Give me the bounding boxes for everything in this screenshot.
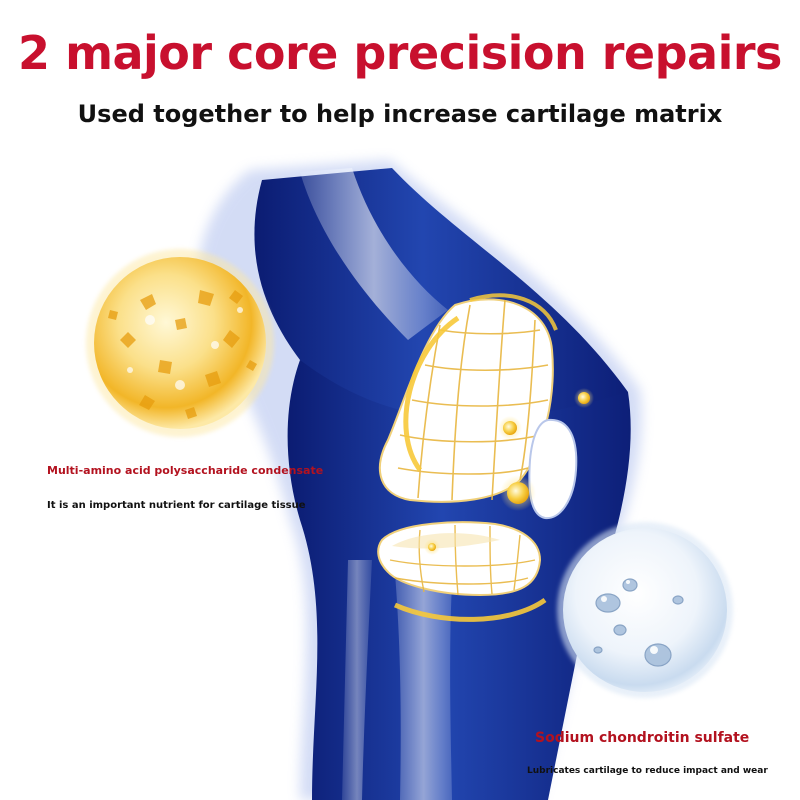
page-subtitle: Used together to help increase cartilage… (77, 100, 723, 128)
amino-acid-granule-sphere (86, 249, 274, 437)
right-ingredient-description: Lubricates cartilage to reduce impact an… (527, 766, 768, 776)
tibial-plateau (377, 521, 547, 622)
water-droplet-sphere (557, 522, 733, 698)
femur-condyle (379, 293, 558, 503)
right-ingredient-name: Sodium chondroitin sulfate (535, 730, 750, 746)
left-ingredient-name: Multi-amino acid polysaccharide condensa… (47, 464, 324, 477)
page-title: 2 major core precision repairs (18, 26, 782, 80)
left-ingredient-description: It is an important nutrient for cartilag… (47, 500, 306, 511)
